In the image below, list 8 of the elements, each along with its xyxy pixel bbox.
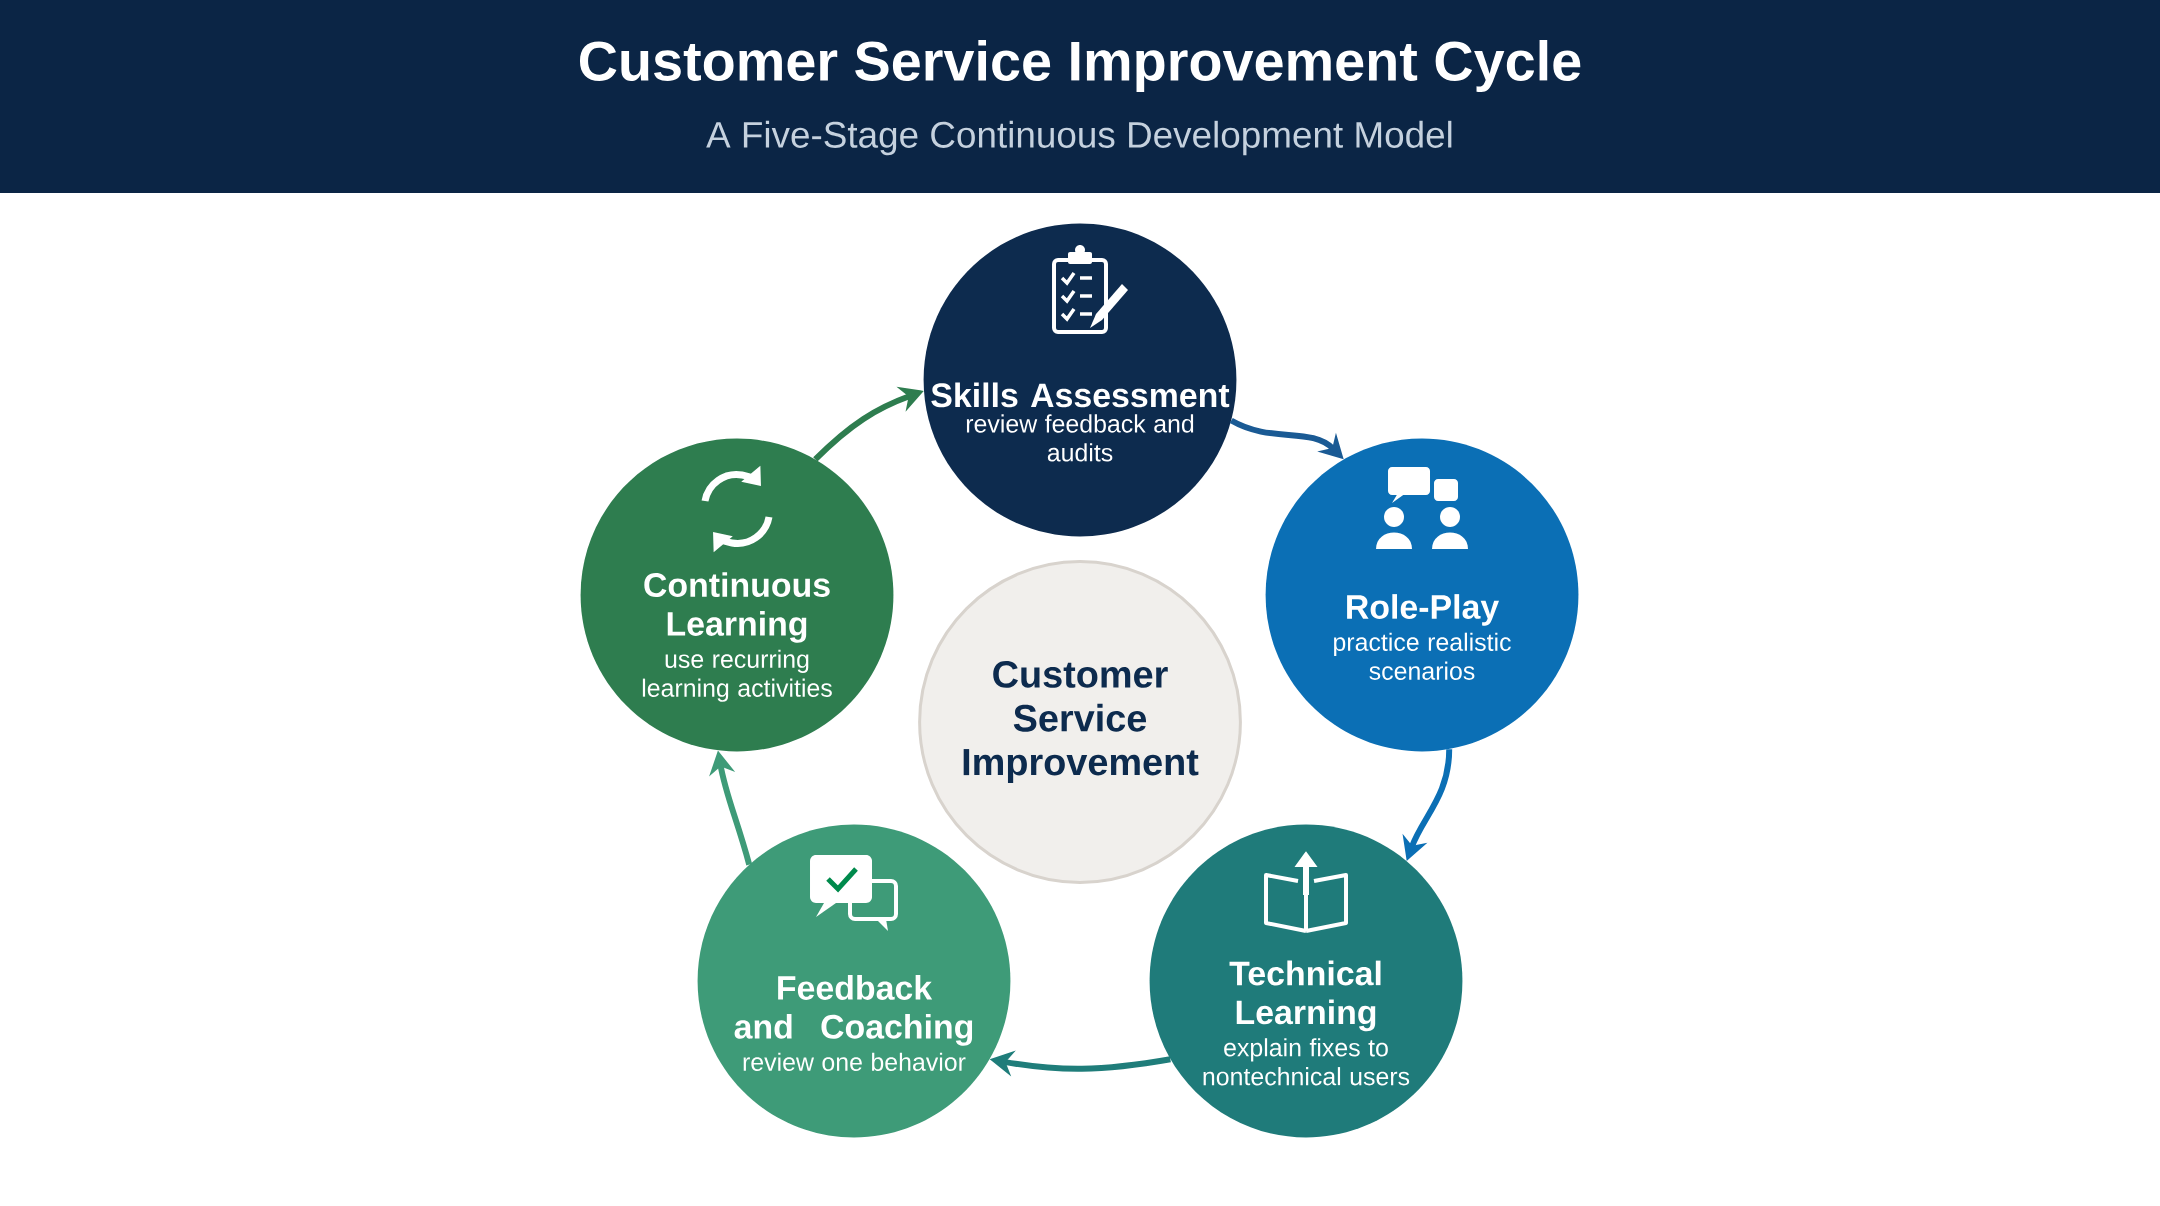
center-label: Customer Service Improvement (963, 661, 1199, 783)
stage-label: Skills Assessment review feedback and audits (931, 382, 1230, 462)
title: Customer Service Improvement Cycle (579, 40, 1581, 92)
stage-label: Role-Play practice realistic scenarios (1334, 594, 1511, 680)
stage-label: Feedback and Coaching review one behavior (734, 975, 973, 1071)
stage-label: Continuous Learning use recurring learning activities (642, 572, 832, 702)
stage-label: Technical Learning explain fixes to nontechnical users (1203, 960, 1410, 1086)
subtitle: A Five-Stage Continuous Development Model (706, 120, 1452, 156)
